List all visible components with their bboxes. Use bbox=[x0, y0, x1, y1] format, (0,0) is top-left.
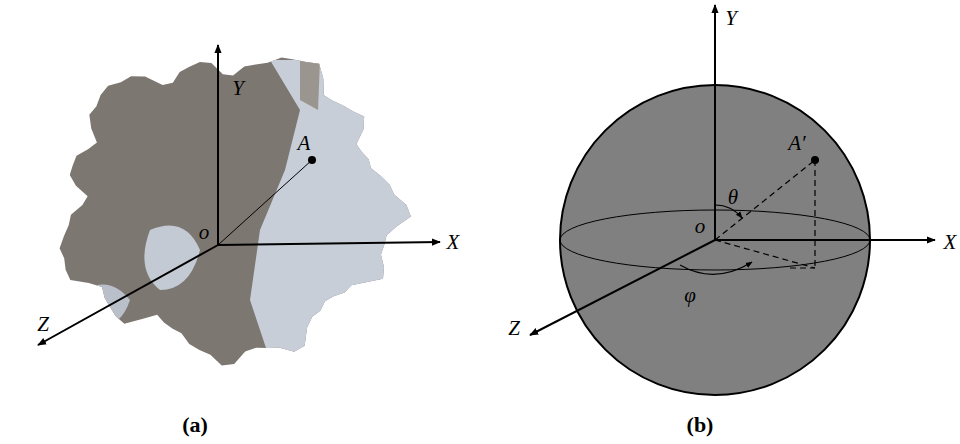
projection-line bbox=[715, 240, 815, 268]
mapped-point bbox=[811, 156, 819, 164]
x-axis bbox=[218, 242, 440, 245]
sphere-panel bbox=[530, 5, 935, 395]
y-axis bbox=[714, 5, 716, 240]
panel-label: (b) bbox=[687, 414, 714, 436]
point-label: A′ bbox=[788, 133, 805, 154]
panel-label: (a) bbox=[182, 414, 208, 436]
radius-line bbox=[218, 160, 312, 245]
x-axis bbox=[715, 239, 935, 241]
z-axis bbox=[38, 245, 218, 345]
axis-label: Y bbox=[725, 8, 737, 29]
axis-label: X bbox=[944, 232, 957, 253]
radius-line bbox=[715, 160, 815, 240]
point-label: A bbox=[298, 133, 311, 154]
axis-label: Z bbox=[37, 314, 49, 335]
angle-label: θ bbox=[728, 187, 738, 208]
z-axis bbox=[530, 240, 715, 335]
axis-label: X bbox=[447, 232, 460, 253]
surface-point bbox=[308, 156, 316, 164]
projection-line bbox=[790, 267, 815, 268]
origin-label: o bbox=[695, 216, 706, 237]
particle-highlight bbox=[85, 55, 420, 360]
y-axis bbox=[217, 45, 219, 245]
axis-label: Z bbox=[508, 318, 520, 339]
axis-label: Y bbox=[232, 78, 244, 99]
angle-label: φ bbox=[684, 285, 696, 306]
particle-panel bbox=[38, 45, 440, 365]
origin-label: o bbox=[199, 222, 210, 243]
projection-line bbox=[814, 160, 815, 268]
phi-arc bbox=[680, 262, 752, 274]
